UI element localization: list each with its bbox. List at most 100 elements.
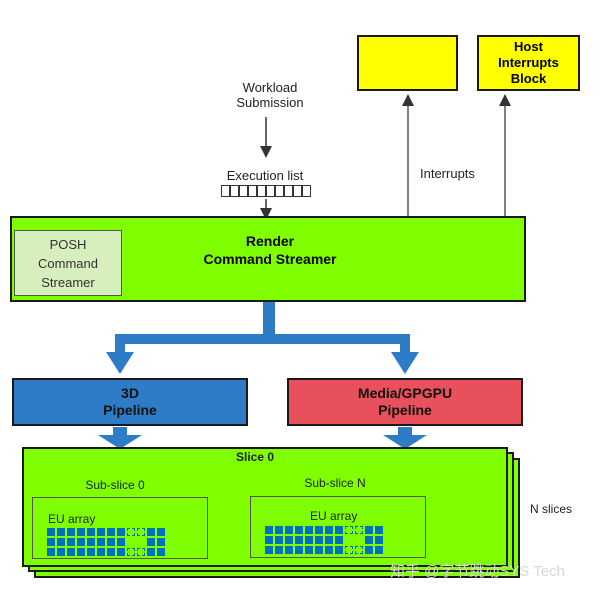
- eu-cell: [57, 548, 65, 556]
- exec-slot: [248, 185, 257, 197]
- eu-cell: [375, 526, 383, 534]
- eu-cell: [375, 536, 383, 544]
- eu-cell: [137, 528, 145, 536]
- eu-cell: [325, 536, 333, 544]
- subslice-n-eu-label: EU array: [310, 509, 358, 523]
- eu-array-0: [46, 527, 176, 557]
- subslice-n-label: Sub-slice N: [304, 476, 366, 490]
- exec-slot: [284, 185, 293, 197]
- eu-cell: [315, 526, 323, 534]
- eu-cell: [285, 526, 293, 534]
- eu-cell: [375, 546, 383, 554]
- eu-cell: [305, 536, 313, 544]
- eu-cell: [157, 548, 165, 556]
- eu-cell: [87, 528, 95, 536]
- eu-cell: [335, 536, 343, 544]
- host-line1: Host: [514, 39, 543, 54]
- eu-cell: [77, 538, 85, 546]
- eu-cell: [137, 548, 145, 556]
- eu-cell: [87, 538, 95, 546]
- eu-cell: [107, 528, 115, 536]
- eu-cell: [97, 538, 105, 546]
- pipeline-3d: 3D Pipeline: [12, 378, 248, 426]
- eu-cell: [97, 548, 105, 556]
- eu-cell: [87, 548, 95, 556]
- eu-cell: [57, 528, 65, 536]
- host-line3: Block: [510, 71, 547, 86]
- eu-cell: [365, 546, 373, 554]
- eu-cell: [355, 546, 363, 554]
- exec-slot: [302, 185, 311, 197]
- eu-row: [264, 525, 394, 535]
- eu-cell: [265, 526, 273, 534]
- n-slices-label: N slices: [530, 502, 573, 516]
- render-line1: Render: [245, 233, 295, 249]
- exec-slot: [275, 185, 284, 197]
- eu-cell: [67, 548, 75, 556]
- eu-cell: [335, 546, 343, 554]
- subslice-n: [250, 496, 426, 558]
- eu-cell: [117, 538, 125, 546]
- exec-slot: [266, 185, 275, 197]
- subslice-0-eu-label: EU array: [48, 512, 96, 526]
- workload-label: Workload Submission: [215, 80, 325, 110]
- host-line2: Interrupts: [498, 55, 559, 70]
- pipeline-media-gpgpu: Media/GPGPU Pipeline: [287, 378, 523, 426]
- eu-cell: [285, 536, 293, 544]
- slice-0-title: Slice 0: [235, 450, 275, 464]
- eu-cell: [355, 526, 363, 534]
- workload-line2: Submission: [236, 95, 304, 110]
- eu-cell: [127, 528, 135, 536]
- eu-cell: [365, 536, 373, 544]
- workload-line1: Workload: [242, 80, 298, 95]
- eu-cell: [67, 528, 75, 536]
- eu-row: [264, 545, 394, 555]
- eu-cell: [295, 536, 303, 544]
- eu-cell: [157, 538, 165, 546]
- eu-cell: [147, 538, 155, 546]
- eu-cell: [265, 546, 273, 554]
- eu-row: [46, 537, 176, 547]
- eu-cell: [275, 536, 283, 544]
- eu-cell: [325, 546, 333, 554]
- eu-cell: [97, 528, 105, 536]
- eu-cell: [47, 528, 55, 536]
- host-interrupts-block: Host Interrupts Block: [477, 35, 580, 91]
- eu-cell: [335, 526, 343, 534]
- eu-cell: [315, 536, 323, 544]
- eu-row: [46, 527, 176, 537]
- watermark: 知乎 @字节跳动SYS Tech: [390, 563, 565, 580]
- eu-cell: [117, 528, 125, 536]
- eu-cell: [57, 538, 65, 546]
- eu-cell: [265, 536, 273, 544]
- interrupt-target-box: [357, 35, 458, 91]
- execution-list: [221, 185, 311, 197]
- dispatch-arrows: [98, 301, 427, 449]
- eu-cell: [345, 546, 353, 554]
- eu-cell: [305, 526, 313, 534]
- eu-cell: [127, 538, 135, 546]
- eu-cell: [47, 548, 55, 556]
- eu-cell: [285, 546, 293, 554]
- eu-cell: [77, 548, 85, 556]
- eu-cell: [47, 538, 55, 546]
- pipeline-media-line1: Media/GPGPU: [357, 385, 453, 401]
- eu-cell: [67, 538, 75, 546]
- posh-line3: Streamer: [41, 274, 95, 290]
- eu-cell: [365, 526, 373, 534]
- eu-cell: [355, 536, 363, 544]
- exec-slot: [293, 185, 302, 197]
- eu-cell: [325, 526, 333, 534]
- eu-cell: [137, 538, 145, 546]
- eu-cell: [275, 526, 283, 534]
- eu-cell: [275, 546, 283, 554]
- eu-row: [264, 535, 394, 545]
- pipeline-3d-line1: 3D: [121, 385, 139, 401]
- eu-cell: [77, 528, 85, 536]
- eu-cell: [107, 548, 115, 556]
- eu-row: [46, 547, 176, 557]
- exec-slot: [239, 185, 248, 197]
- eu-cell: [315, 546, 323, 554]
- eu-cell: [295, 546, 303, 554]
